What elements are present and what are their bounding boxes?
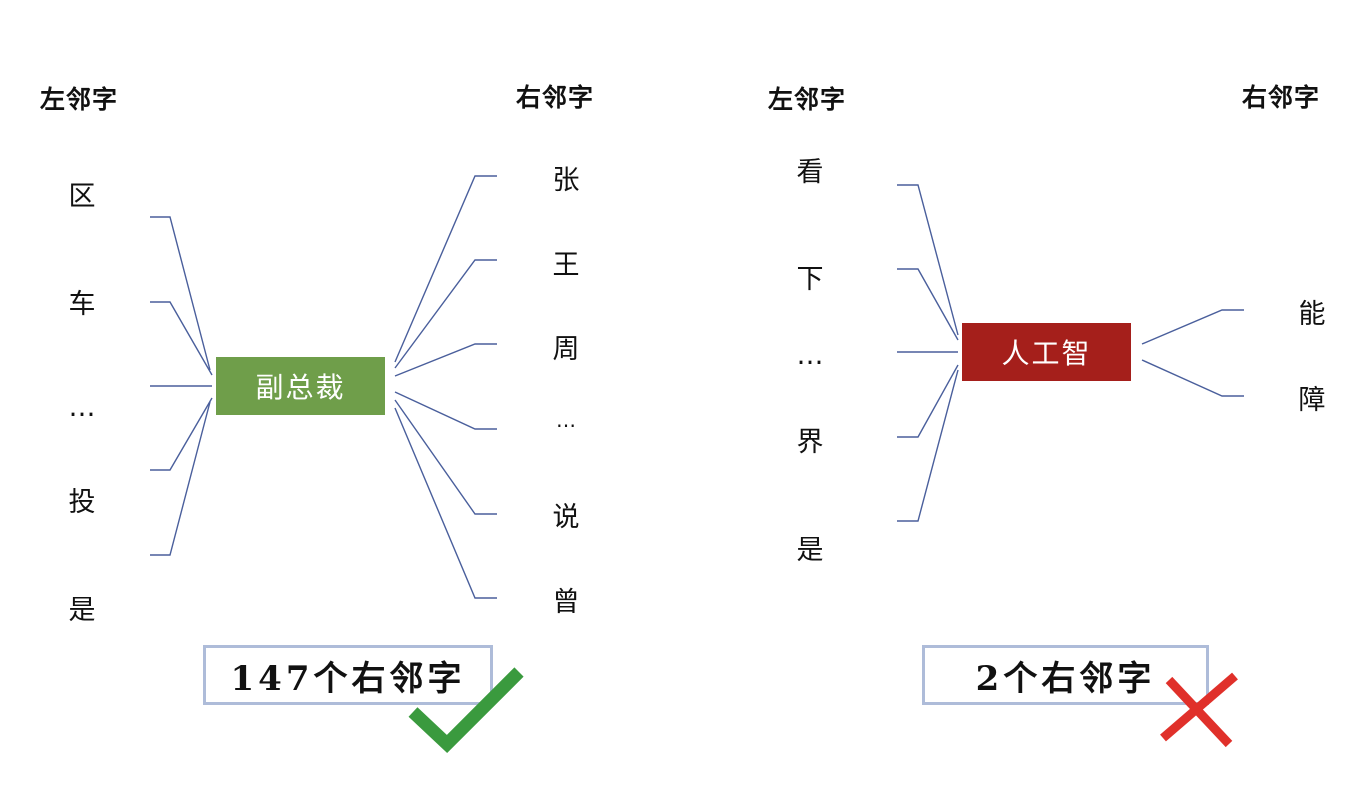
connector-line — [1141, 359, 1244, 397]
connector-line — [394, 259, 497, 369]
left-neighbor-char: 看 — [796, 157, 824, 188]
right-neighbor-char: 曾 — [552, 587, 580, 618]
connector-line — [394, 407, 497, 599]
connector-line — [897, 184, 959, 336]
cross-icon — [1160, 672, 1238, 748]
connector-line — [394, 175, 497, 363]
center-word-box: 人工智 — [962, 323, 1131, 381]
count-label: 2个右邻字 — [922, 645, 1209, 705]
right-neighbor-char: 王 — [552, 250, 580, 281]
center-word-box: 副总裁 — [216, 357, 385, 415]
left-neighbor-header: 左邻字 — [40, 85, 119, 114]
left-neighbor-char: 投 — [68, 487, 96, 518]
left-neighbor-char: … — [68, 392, 96, 423]
connector-line — [1141, 309, 1244, 345]
connector-line — [394, 391, 497, 430]
check-icon — [408, 667, 524, 754]
connector-line — [150, 401, 211, 556]
left-neighbor-header: 左邻字 — [768, 85, 847, 114]
left-neighbor-char: 下 — [796, 264, 824, 295]
right-neighbor-header: 右邻字 — [1242, 83, 1321, 112]
right-neighbor-char: 张 — [552, 165, 580, 196]
connector-line — [150, 301, 213, 376]
left-neighbor-char: 界 — [796, 427, 824, 458]
right-neighbor-char: 周 — [552, 334, 580, 365]
right-neighbor-char: … — [556, 408, 576, 432]
left-neighbor-char: … — [796, 340, 824, 371]
connector-line — [150, 397, 213, 471]
connector-line — [394, 343, 497, 377]
connector-line — [394, 399, 497, 515]
connector-line — [897, 268, 959, 341]
left-neighbor-char: 区 — [68, 181, 96, 212]
right-neighbor-char: 障 — [1298, 385, 1326, 416]
right-neighbor-header: 右邻字 — [516, 83, 595, 112]
left-neighbor-char: 是 — [796, 535, 824, 566]
connector-line — [897, 364, 959, 438]
connector-line — [150, 216, 211, 371]
count-label: 147个右邻字 — [203, 645, 493, 705]
connector-line — [897, 369, 959, 522]
right-neighbor-char: 说 — [552, 502, 580, 533]
left-neighbor-char: 是 — [68, 595, 96, 626]
right-neighbor-char: 能 — [1298, 299, 1326, 330]
left-neighbor-char: 车 — [68, 289, 96, 320]
